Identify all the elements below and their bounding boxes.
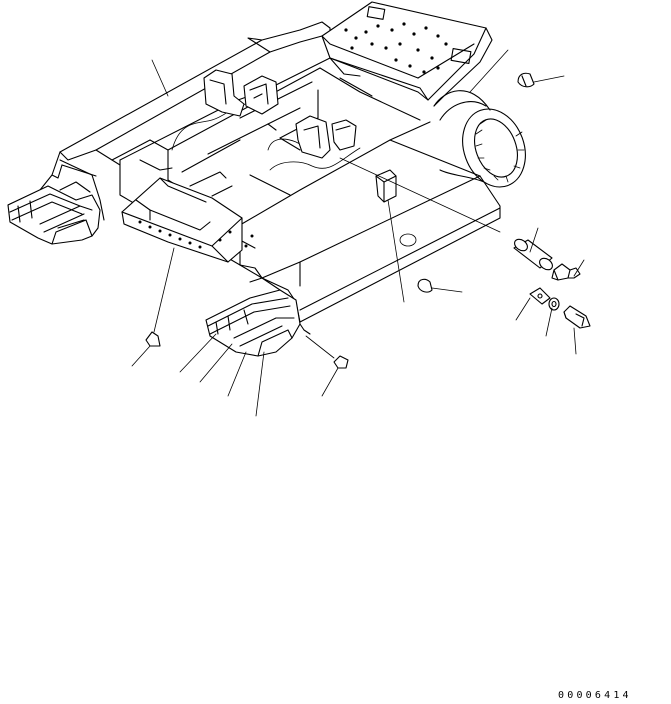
sprocket-housing (434, 91, 536, 196)
right-front-guide (206, 278, 310, 356)
lock-plate (530, 288, 550, 304)
side-bracket (376, 170, 396, 202)
cylinder-pin (512, 237, 554, 272)
washer (549, 298, 559, 310)
plug-left (146, 332, 160, 346)
top-cover-plate (322, 2, 492, 106)
grease-fitting (552, 264, 580, 280)
plug-side (418, 279, 432, 292)
front-cross-box (122, 178, 254, 262)
bolt (564, 306, 590, 328)
leader-lines (132, 50, 584, 416)
plug-bottom (334, 356, 348, 368)
center-bracket (296, 116, 356, 158)
drawing-number: 00006414 (558, 690, 632, 701)
plug-top (518, 73, 534, 87)
left-front-guide (8, 182, 100, 244)
upper-bracket (204, 70, 278, 116)
